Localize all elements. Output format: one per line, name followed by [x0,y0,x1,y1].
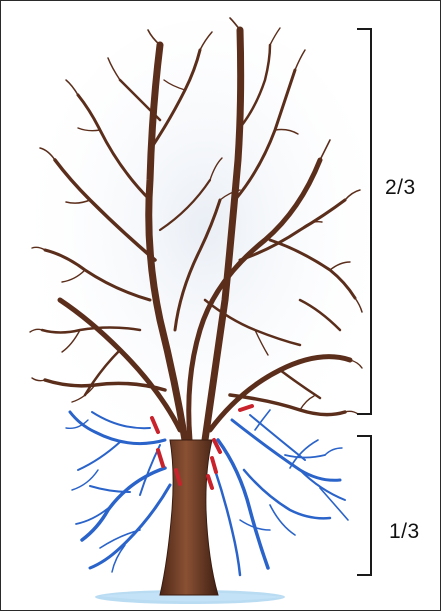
bracket-lower [357,436,371,575]
lower-fraction-label: 1/3 [389,520,420,544]
sky-halo [30,20,380,480]
upper-fraction-label: 2/3 [385,176,416,200]
